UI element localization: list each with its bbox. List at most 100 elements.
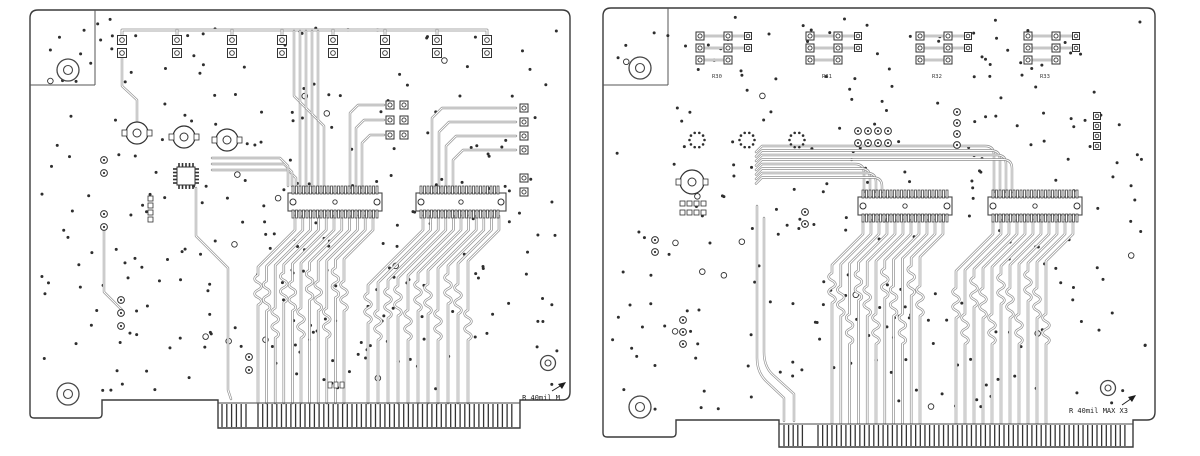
pad-hole (119, 324, 123, 328)
connector-anchor (373, 198, 381, 206)
trace-core (988, 219, 1026, 424)
mounting-hole-bore (544, 359, 552, 367)
trace-core (414, 215, 462, 404)
connector-pin-pad (903, 213, 907, 223)
pad-hole (917, 45, 923, 51)
trace-core (445, 135, 517, 189)
connector-pin-pad (886, 189, 889, 199)
pad-hole (725, 33, 731, 39)
via (970, 179, 974, 183)
via (791, 302, 795, 306)
right-edge-connector (779, 423, 1133, 446)
via (945, 318, 949, 322)
via (1054, 266, 1058, 270)
via (163, 102, 167, 106)
via (141, 203, 145, 207)
right-components (651, 31, 1101, 348)
can-component-pad (702, 178, 709, 186)
ref-designator: R31 (822, 74, 832, 80)
pad-hole (1094, 143, 1100, 149)
connector-pin-pad (291, 185, 295, 195)
via (327, 93, 331, 97)
trace-core (322, 215, 358, 404)
connector-pin-pad (337, 185, 340, 195)
connector-pin-pad (340, 185, 344, 195)
via (204, 184, 208, 188)
via (208, 312, 212, 316)
via (889, 370, 893, 374)
via (931, 342, 935, 346)
via (875, 52, 879, 56)
via (1088, 145, 1092, 149)
via (263, 220, 267, 224)
via (314, 221, 318, 225)
via (732, 174, 736, 178)
via (126, 276, 130, 280)
via (821, 303, 825, 307)
via (789, 143, 793, 146)
via (135, 333, 139, 337)
via (887, 67, 891, 71)
connector-pin-pad (868, 213, 872, 223)
ref-designator: R32 (932, 74, 942, 80)
connector-pin-pad (1065, 213, 1068, 223)
connector-pin-pad (351, 185, 354, 195)
connector-pin-pad (917, 213, 921, 223)
via (503, 184, 507, 188)
connector-pin-pad (910, 189, 914, 199)
pad-hole (945, 33, 951, 39)
connector-pin-pad (1033, 189, 1037, 199)
connector-pin-pad (493, 185, 496, 195)
connector-pin-pad (447, 185, 451, 195)
connector-pin-pad (945, 189, 949, 199)
can-component-pad (121, 129, 128, 137)
via (984, 115, 988, 119)
via (675, 106, 679, 110)
via (806, 39, 810, 43)
pad-hole (330, 37, 336, 43)
right-annotation: R 40mil MAX X3 (1069, 395, 1136, 415)
via (233, 92, 237, 96)
connector-pin-pad (893, 213, 896, 223)
ring-via (927, 403, 935, 410)
pad-hole (119, 37, 125, 43)
left-annotation: R 40mil M (522, 382, 566, 402)
pad (147, 202, 154, 209)
right-board: R30 R31 R32 R33 R 40mil MAX X3 (602, 7, 1156, 448)
via (791, 360, 795, 364)
via (1129, 184, 1133, 188)
connector-anchor (902, 203, 908, 209)
via (635, 354, 639, 358)
connector-anchor (943, 202, 951, 210)
via (381, 241, 385, 245)
via (767, 32, 771, 36)
trace-core (763, 217, 795, 422)
pad-hole (835, 57, 841, 63)
pad (147, 195, 154, 202)
pad-hole (1053, 45, 1059, 51)
pad-hole (681, 330, 685, 334)
via (507, 189, 511, 193)
via (69, 114, 73, 118)
via (697, 308, 701, 312)
connector-pin-pad (1051, 213, 1054, 223)
via (988, 62, 992, 66)
via (698, 131, 701, 135)
pad-hole (697, 57, 703, 63)
connector-pin-pad (865, 213, 868, 223)
ring-via (1127, 252, 1135, 259)
trace-core (952, 219, 994, 424)
connector-pin-pad (496, 185, 500, 195)
ic-pin (188, 163, 191, 167)
via (1139, 230, 1143, 234)
via (413, 210, 417, 214)
via (688, 138, 691, 142)
via (280, 281, 284, 285)
pad-hole (382, 50, 388, 56)
trace-core (311, 30, 319, 187)
ic-pin (173, 168, 177, 170)
via (873, 122, 877, 126)
via (984, 57, 988, 61)
connector-pin-pad (472, 185, 475, 195)
left-traces (102, 28, 518, 405)
